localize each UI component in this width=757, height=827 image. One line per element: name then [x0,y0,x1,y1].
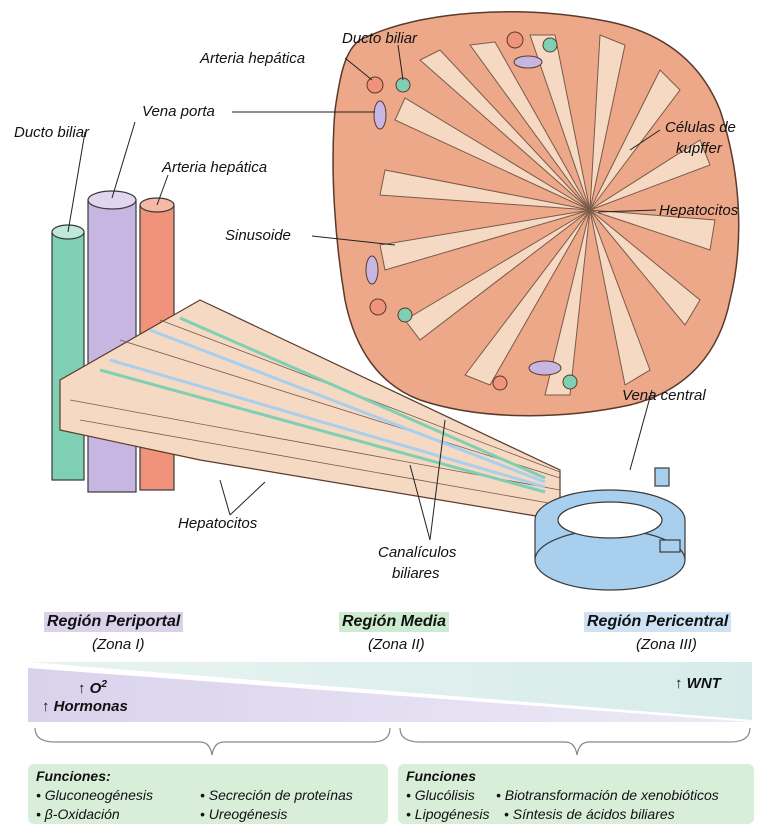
label-celulas-kupffer-1: Células de [665,119,736,136]
label-canaliculos-1: Canalículos [378,544,457,561]
function-item: • Secreción de proteínas [200,786,353,805]
zone-periportal-sub: (Zona I) [92,636,145,653]
functions-pericentral-box: Funciones • Glucólisis • Biotransformaci… [398,764,754,824]
functions-pericentral-heading: Funciones [406,767,476,786]
zone-braces [35,728,750,755]
function-item: • Ureogénesis [200,805,287,824]
o2-label: ↑ O2 [78,679,107,697]
label-arteria-hepatica-mid: Arteria hepática [161,159,267,176]
function-item: • β-Oxidación [36,805,120,824]
label-vena-porta: Vena porta [142,103,215,120]
functions-periportal-box: Funciones: • Gluconeogénesis • Secreción… [28,764,388,824]
label-canaliculos-2: biliares [392,565,440,582]
label-hepatocitos-right: Hepatocitos [659,202,739,219]
functions-periportal-heading: Funciones: [36,767,111,786]
label-arteria-hepatica-top: Arteria hepática [199,50,305,67]
function-item: • Glucólisis [406,786,475,805]
label-sinusoide: Sinusoide [225,227,291,244]
wnt-label: ↑ WNT [675,675,721,692]
zone-pericentral-title: Región Pericentral [584,612,731,632]
label-hepatocitos-bottom: Hepatocitos [178,515,258,532]
zone-media-sub: (Zona II) [368,636,425,653]
zone-pericentral-sub: (Zona III) [636,636,697,653]
label-celulas-kupffer-2: kupffer [676,140,723,157]
label-ducto-biliar-left: Ducto biliar [14,124,90,141]
zone-periportal-title: Región Periportal [44,612,183,632]
zone-media-title: Región Media [339,612,449,632]
hormonas-label: ↑ Hormonas [42,698,128,715]
function-item: • Biotransformación de xenobióticos [496,786,719,805]
function-item: • Lipogénesis [406,805,490,824]
function-item: • Gluconeogénesis [36,786,153,805]
label-vena-central: Vena central [622,387,706,404]
function-item: • Síntesis de ácidos biliares [504,805,675,824]
label-ducto-biliar-top: Ducto biliar [342,30,418,47]
